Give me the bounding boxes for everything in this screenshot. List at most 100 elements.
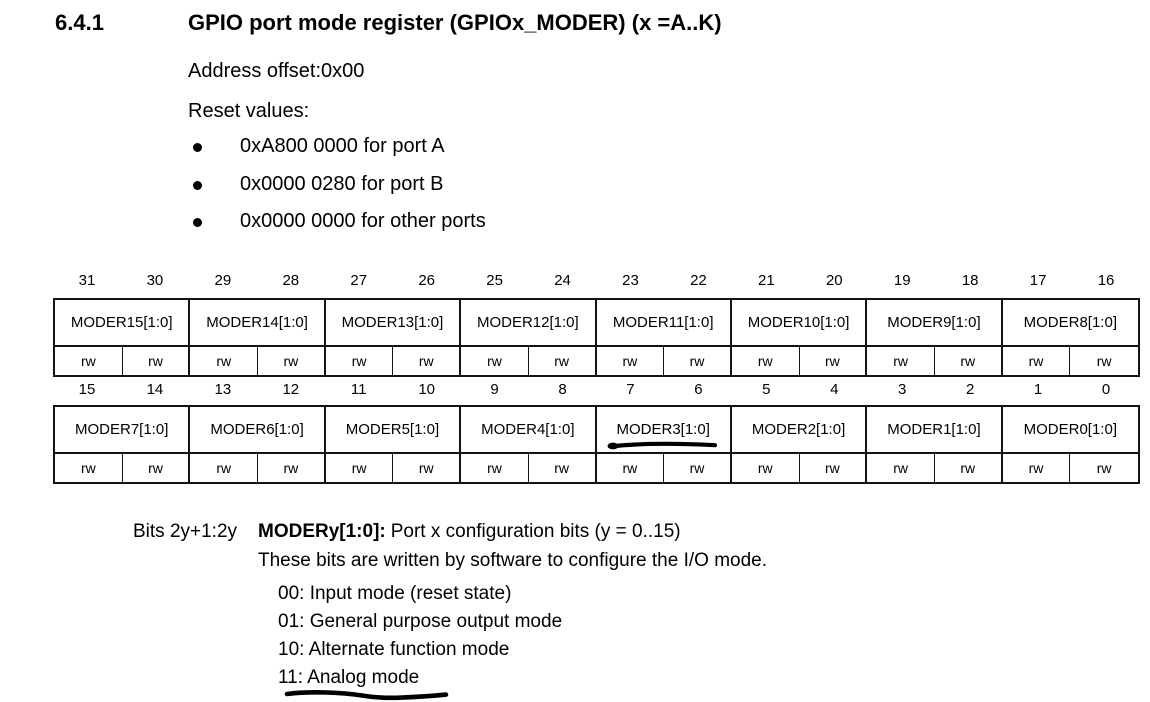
bit-numbers-row-high: 31 30 29 28 27 26 25 24 23 22 21 20 19 1…: [53, 272, 1140, 289]
access-cell: rw: [1003, 454, 1071, 482]
bit-number-cell: 0: [1101, 381, 1111, 398]
access-row: rw rw rw rw rw rw rw rw rw rw rw rw rw r…: [55, 347, 1138, 375]
reset-value-text: 0x0000 0000 for other ports: [240, 210, 486, 232]
field-cell: MODER14[1:0]: [190, 300, 326, 345]
register-bit-table-high: MODER15[1:0] MODER14[1:0] MODER13[1:0] M…: [53, 298, 1140, 377]
access-cell: rw: [529, 347, 597, 375]
access-cell: rw: [55, 454, 123, 482]
bit-number-cell: 14: [146, 381, 164, 398]
bit-number-cell: 31: [78, 272, 96, 289]
bit-number-cell: 19: [893, 272, 911, 289]
bullet-icon: [193, 218, 202, 227]
bit-number-cell: 6: [694, 381, 703, 398]
bit-number-cell: 28: [282, 272, 300, 289]
page-title: GPIO port mode register (GPIOx_MODER) (x…: [188, 10, 722, 35]
bit-number-cell: 29: [214, 272, 232, 289]
access-cell: rw: [664, 454, 732, 482]
access-cell: rw: [190, 347, 259, 375]
bits-range-label: Bits 2y+1:2y: [133, 521, 238, 542]
bit-number-cell: 21: [758, 272, 775, 289]
bit-number-cell: 10: [418, 381, 435, 398]
access-cell: rw: [123, 454, 191, 482]
reset-values-label: Reset values:: [188, 100, 310, 122]
mode-option-line: 11: Analog mode: [278, 667, 420, 688]
reset-value-text: 0x0000 0280 for port B: [240, 173, 444, 195]
bit-number-cell: 16: [1097, 272, 1115, 289]
access-cell: rw: [393, 454, 462, 482]
bit-number-cell: 23: [622, 272, 639, 289]
access-cell: rw: [1096, 353, 1112, 369]
bit-number-cell: 22: [690, 272, 707, 289]
field-description: Port x configuration bits (y = 0..15): [390, 521, 681, 542]
access-cell: rw: [258, 454, 326, 482]
field-cell: MODER9[1:0]: [867, 300, 1003, 345]
access-cell: rw: [1003, 347, 1071, 375]
access-cell: rw: [190, 454, 259, 482]
bit-number-cell: 20: [825, 272, 843, 289]
access-cell: rw: [935, 454, 1003, 482]
field-cell: MODER12[1:0]: [461, 300, 597, 345]
bit-number-cell: 11: [350, 381, 367, 398]
access-cell: rw: [1096, 460, 1112, 476]
access-cell: rw: [867, 347, 935, 375]
bit-number-cell: 7: [626, 381, 635, 398]
bit-number-cell: 30: [146, 272, 164, 289]
bit-number-cell: 13: [214, 381, 232, 398]
access-cell: rw: [529, 454, 597, 482]
access-cell: rw: [732, 454, 800, 482]
access-cell: rw: [597, 347, 665, 375]
field-row: MODER7[1:0] MODER6[1:0] MODER5[1:0] MODE…: [55, 407, 1138, 454]
field-name: MODERy[1:0]:: [258, 521, 386, 542]
field-cell: MODER7[1:0]: [55, 407, 191, 452]
field-cell: MODER1[1:0]: [867, 407, 1003, 452]
field-cell: MODER8[1:0]: [1023, 314, 1117, 331]
field-row: MODER15[1:0] MODER14[1:0] MODER13[1:0] M…: [55, 300, 1138, 347]
bit-number-cell: 2: [965, 381, 975, 398]
access-cell: rw: [732, 347, 800, 375]
access-cell: rw: [123, 347, 191, 375]
access-cell: rw: [258, 347, 326, 375]
section-number: 6.4.1: [55, 10, 104, 35]
bullet-icon: [193, 181, 202, 190]
field-cell: MODER10[1:0]: [732, 300, 868, 345]
analog-mode-underline-annotation: [284, 690, 449, 701]
field-cell: MODER2[1:0]: [732, 407, 868, 452]
bit-number-cell: 24: [554, 272, 571, 289]
field-cell: MODER4[1:0]: [461, 407, 597, 452]
mode-option-line: 00: Input mode (reset state): [278, 583, 512, 604]
moder3-underline-annotation: [607, 441, 717, 450]
bit-number-cell: 18: [961, 272, 979, 289]
reset-value-text: 0xA800 0000 for port A: [240, 135, 445, 157]
field-cell: MODER11[1:0]: [597, 300, 732, 345]
access-cell: rw: [800, 454, 868, 482]
address-offset-text: Address offset:0x00: [188, 60, 365, 82]
register-bit-table-low: MODER7[1:0] MODER6[1:0] MODER5[1:0] MODE…: [53, 405, 1140, 484]
access-cell: rw: [393, 347, 462, 375]
bit-number-cell: 12: [282, 381, 300, 398]
bit-number-cell: 17: [1029, 272, 1047, 289]
bit-number-cell: 26: [418, 272, 435, 289]
field-cell-text: MODER3[1:0]: [616, 421, 710, 438]
access-cell: rw: [461, 347, 529, 375]
field-cell: MODER5[1:0]: [326, 407, 462, 452]
field-cell: MODER13[1:0]: [326, 300, 462, 345]
bit-number-cell: 1: [1033, 381, 1043, 398]
field-cell: MODER0[1:0]: [1023, 421, 1117, 438]
access-cell: rw: [326, 347, 394, 375]
access-row: rw rw rw rw rw rw rw rw rw rw rw rw rw r…: [55, 454, 1138, 482]
access-cell: rw: [867, 454, 935, 482]
access-cell: rw: [461, 454, 529, 482]
access-cell: rw: [55, 347, 123, 375]
bit-number-cell: 4: [830, 381, 839, 398]
bit-number-cell: 9: [490, 381, 499, 398]
bit-numbers-row-low: 15 14 13 12 11 10 9 8 7 6 5 4 3 2 1 0: [53, 381, 1140, 398]
field-cell-moder3: MODER3[1:0]: [597, 407, 732, 452]
bit-number-cell: 25: [486, 272, 503, 289]
access-cell: rw: [664, 347, 732, 375]
bit-number-cell: 8: [558, 381, 567, 398]
bit-number-cell: 27: [350, 272, 368, 289]
bit-number-cell: 3: [898, 381, 907, 398]
access-cell: rw: [800, 347, 868, 375]
bit-number-cell: 15: [78, 381, 96, 398]
mode-option-line: 10: Alternate function mode: [278, 639, 510, 660]
